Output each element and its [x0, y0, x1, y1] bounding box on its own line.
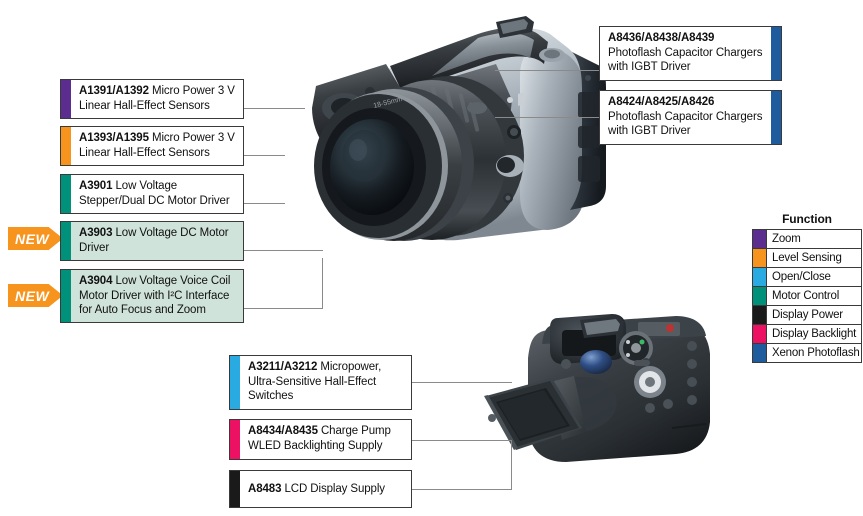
leader-line-a3901 [243, 203, 285, 204]
callout-a8424-text: A8424/A8425/A8426 Photoflash Capacitor C… [600, 91, 771, 144]
leader-line-a3903 [243, 250, 323, 251]
legend-row-motor-control[interactable]: Motor Control [753, 287, 861, 306]
callout-a3904-desc: Low Voltage Voice Coil Motor Driver with… [79, 275, 231, 316]
rear-camera-image [484, 314, 710, 462]
callout-a3211-text: A3211/A3212 Micropower, Ultra-Sensitive … [240, 356, 411, 409]
leader-line-a3904 [243, 308, 323, 309]
callout-a8483-line: A8483 LCD Display Supply [248, 482, 385, 497]
callout-a1391-text: A1391/A1392 Micro Power 3 V Linear Hall-… [71, 80, 243, 118]
callout-a3211-code: A3211/A3212 [248, 361, 318, 373]
callout-a3901-text: A3901 Low Voltage Stepper/Dual DC Motor … [71, 175, 243, 213]
legend-swatch-motor-control [753, 287, 767, 305]
function-color-bar-motor-control-1 [61, 175, 71, 213]
callout-a3903[interactable]: A3903 Low Voltage DC Motor Driver [60, 221, 244, 261]
new-badge-a3903-label: NEW [15, 230, 50, 247]
callout-a8436-code: A8436/A8438/A8439 [608, 32, 715, 44]
new-badge-a3904-label: NEW [15, 287, 50, 304]
callout-a3901-desc: Low Voltage Stepper/Dual DC Motor Driver [79, 180, 230, 207]
legend-label-motor-control: Motor Control [772, 290, 840, 302]
callout-a8434-code: A8434/A8435 [248, 425, 318, 437]
function-color-bar-level-sensing [61, 127, 71, 165]
callout-a3901[interactable]: A3901 Low Voltage Stepper/Dual DC Motor … [60, 174, 244, 214]
callout-a1393-desc: Micro Power 3 V Linear Hall-Effect Senso… [79, 132, 235, 159]
function-color-bar-open-close [230, 356, 240, 409]
callout-a1393[interactable]: A1393/A1395 Micro Power 3 V Linear Hall-… [60, 126, 244, 166]
legend-row-display-power[interactable]: Display Power [753, 306, 861, 325]
leader-line-a3211 [412, 382, 512, 383]
leader-line-a8424 [495, 117, 600, 118]
callout-a1393-text: A1393/A1395 Micro Power 3 V Linear Hall-… [71, 127, 243, 165]
front-camera-image: 18-55mm [312, 16, 606, 241]
callout-a3903-text: A3903 Low Voltage DC Motor Driver [71, 222, 243, 260]
callout-a8436[interactable]: A8436/A8438/A8439 Photoflash Capacitor C… [599, 26, 782, 81]
callout-a8436-desc: Photoflash Capacitor Chargers with IGBT … [608, 46, 763, 74]
callout-a8424[interactable]: A8424/A8425/A8426 Photoflash Capacitor C… [599, 90, 782, 145]
function-color-bar-xenon-2 [771, 91, 781, 144]
callout-a1393-code: A1393/A1395 [79, 132, 149, 144]
legend-title: Function [782, 212, 832, 226]
leader-line-a8436 [495, 70, 600, 71]
function-color-bar-zoom [61, 80, 71, 118]
callout-a3211-desc: Micropower, Ultra-Sensitive Hall-Effect … [248, 361, 382, 402]
callout-a3904-text: A3904 Low Voltage Voice Coil Motor Drive… [71, 270, 243, 322]
callout-a8483-desc: LCD Display Supply [281, 482, 385, 495]
callout-a8434-desc: Charge Pump WLED Backlighting Supply [248, 425, 391, 452]
leader-line-a8483-vert [511, 440, 512, 490]
function-legend: Function Zoom Level Sensing Open/Close M… [752, 212, 862, 363]
legend-swatch-display-backlight [753, 325, 767, 343]
callout-a8483-text: A8483 LCD Display Supply [240, 471, 411, 507]
callout-a8424-code: A8424/A8425/A8426 [608, 96, 715, 108]
callout-a3903-code: A3903 [79, 227, 113, 239]
function-color-bar-xenon-1 [771, 27, 781, 80]
callout-a1391[interactable]: A1391/A1392 Micro Power 3 V Linear Hall-… [60, 79, 244, 119]
function-color-bar-motor-control-2 [61, 222, 71, 260]
callout-a8436-text: A8436/A8438/A8439 Photoflash Capacitor C… [600, 27, 771, 80]
legend-row-display-backlight[interactable]: Display Backlight [753, 325, 861, 344]
legend-label-xenon-photoflash: Xenon Photoflash [772, 347, 860, 359]
legend-swatch-xenon-photoflash [753, 344, 767, 362]
leader-line-a8483 [412, 489, 512, 490]
callout-a3901-code: A3901 [79, 180, 113, 192]
callout-a8424-desc: Photoflash Capacitor Chargers with IGBT … [608, 110, 763, 138]
function-color-bar-display-backlight [230, 420, 240, 459]
legend-row-xenon-photoflash[interactable]: Xenon Photoflash [753, 344, 861, 363]
legend-row-zoom[interactable]: Zoom [753, 230, 861, 249]
leader-line-a3904-vert [322, 258, 323, 309]
legend-label-open-close: Open/Close [772, 271, 831, 283]
new-badge-a3904: NEW [8, 284, 63, 307]
callout-a3211[interactable]: A3211/A3212 Micropower, Ultra-Sensitive … [229, 355, 412, 410]
legend-label-display-power: Display Power [772, 309, 843, 321]
callout-a8434[interactable]: A8434/A8435 Charge Pump WLED Backlightin… [229, 419, 412, 460]
legend-row-level-sensing[interactable]: Level Sensing [753, 249, 861, 268]
callout-a3904[interactable]: A3904 Low Voltage Voice Coil Motor Drive… [60, 269, 244, 323]
callout-a1391-code: A1391/A1392 [79, 85, 149, 97]
legend-label-zoom: Zoom [772, 233, 801, 245]
function-color-bar-motor-control-3 [61, 270, 71, 322]
function-color-bar-display-power [230, 471, 240, 507]
legend-table: Zoom Level Sensing Open/Close Motor Cont… [752, 229, 862, 363]
legend-swatch-open-close [753, 268, 767, 286]
leader-line-a1393 [243, 155, 285, 156]
legend-row-open-close[interactable]: Open/Close [753, 268, 861, 287]
legend-swatch-display-power [753, 306, 767, 324]
callout-a8483[interactable]: A8483 LCD Display Supply [229, 470, 412, 508]
leader-line-a8434 [412, 440, 512, 441]
callout-a3903-desc: Low Voltage DC Motor Driver [79, 227, 229, 254]
leader-line-a1391 [243, 108, 305, 109]
callout-a1391-desc: Micro Power 3 V Linear Hall-Effect Senso… [79, 85, 235, 112]
legend-label-level-sensing: Level Sensing [772, 252, 842, 264]
callout-a3904-code: A3904 [79, 275, 113, 287]
legend-label-display-backlight: Display Backlight [772, 328, 857, 340]
callout-a8483-code: A8483 [248, 482, 282, 495]
legend-swatch-zoom [753, 230, 767, 248]
callout-a8434-text: A8434/A8435 Charge Pump WLED Backlightin… [240, 420, 411, 459]
new-badge-a3903: NEW [8, 227, 63, 250]
legend-swatch-level-sensing [753, 249, 767, 267]
